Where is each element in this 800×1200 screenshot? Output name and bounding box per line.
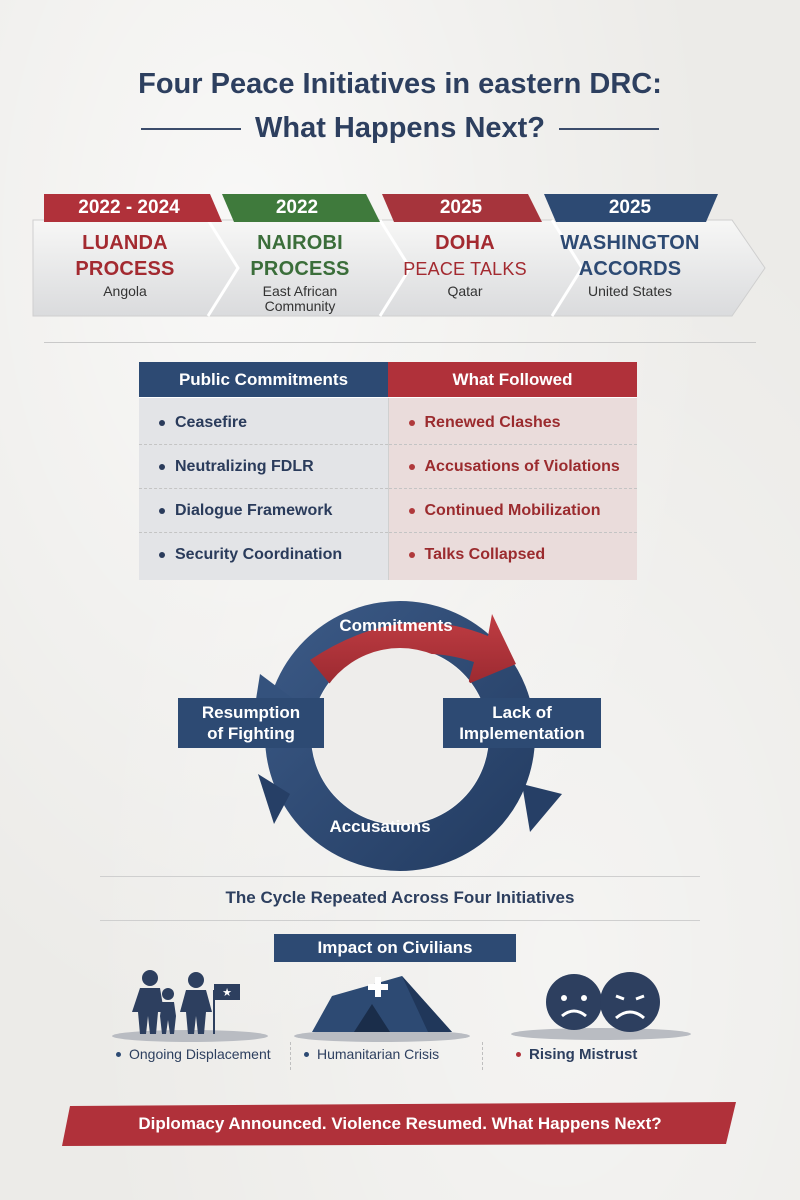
table-row: Ceasefire <box>139 401 388 445</box>
bullet-icon <box>516 1052 521 1057</box>
section-divider <box>44 342 756 343</box>
table-row: Dialogue Framework <box>139 489 388 533</box>
cycle-label-commitments: Commitments <box>339 616 453 635</box>
cycle-caption: The Cycle Repeated Across Four Initiativ… <box>225 888 575 907</box>
commitments-table: Public Commitments What Followed Ceasefi… <box>139 362 637 580</box>
year-label-4: 2025 <box>608 197 652 218</box>
displacement-icon: ★ <box>112 970 268 1042</box>
table-row: Accusations of Violations <box>388 445 637 489</box>
page-title-line1: Four Peace Initiatives in eastern DRC: <box>138 68 662 100</box>
table-header-followed: What Followed <box>388 362 637 397</box>
year-ribbon-2 <box>222 194 380 222</box>
caption-rule-bottom <box>100 920 700 921</box>
year-label-3: 2025 <box>439 197 483 218</box>
bullet-icon <box>304 1051 309 1057</box>
impact-separator <box>482 1042 484 1070</box>
cycle-label-accusations: Accusations <box>329 817 431 836</box>
impact-item-mistrust: Rising Mistrust <box>516 1046 637 1063</box>
table-header-row: Public Commitments What Followed <box>139 362 637 397</box>
year-ribbon-3 <box>382 194 542 222</box>
sad-faces-icon <box>511 972 691 1040</box>
commitments-column: Ceasefire Neutralizing FDLR Dialogue Fra… <box>139 398 389 580</box>
cycle-arrowhead-bottom <box>258 774 290 824</box>
tent-icon <box>294 976 470 1042</box>
table-header-commitments: Public Commitments <box>139 362 388 397</box>
initiative-host: Qatar <box>447 283 483 299</box>
timeline-arrow <box>32 194 766 317</box>
table-row: Continued Mobilization <box>388 489 637 533</box>
cycle-center <box>312 648 488 824</box>
footer-banner-shape <box>62 1102 736 1146</box>
table-row: Security Coordination <box>139 533 388 577</box>
impact-item-humanitarian: Humanitarian Crisis <box>304 1046 439 1062</box>
caption-rule-top <box>100 876 700 877</box>
initiative-host: United States <box>587 283 673 299</box>
cycle-arrowhead-right <box>522 784 562 832</box>
page-title-line2: What Happens Next? <box>254 112 546 144</box>
year-ribbon-1 <box>44 194 222 222</box>
impact-item-displacement: Ongoing Displacement <box>116 1046 271 1062</box>
initiative-host: East African Community <box>262 283 338 314</box>
table-row: Neutralizing FDLR <box>139 445 388 489</box>
initiative-host: Angola <box>103 283 147 299</box>
table-row: Talks Collapsed <box>389 533 638 577</box>
table-row: Renewed Clashes <box>388 401 637 445</box>
timeline-chevron-2 <box>378 219 412 317</box>
timeline-chevron-3 <box>550 219 584 317</box>
page-title-line2-row: What Happens Next? <box>0 112 800 145</box>
followed-column: Renewed Clashes Accusations of Violation… <box>388 398 638 580</box>
timeline-chevron-1 <box>206 219 240 317</box>
year-label-1: 2022 - 2024 <box>78 197 180 218</box>
year-label-2: 2022 <box>275 197 319 218</box>
impact-header: Impact on Civilians <box>274 934 516 962</box>
svg-text:★: ★ <box>222 986 232 999</box>
impact-separator <box>290 1042 292 1070</box>
title-rule-right <box>559 127 660 130</box>
footer-banner: Diplomacy Announced. Violence Resumed. W… <box>138 1114 662 1133</box>
title-rule-left <box>140 127 241 130</box>
year-ribbon-4 <box>544 194 718 222</box>
bullet-icon <box>116 1051 121 1057</box>
